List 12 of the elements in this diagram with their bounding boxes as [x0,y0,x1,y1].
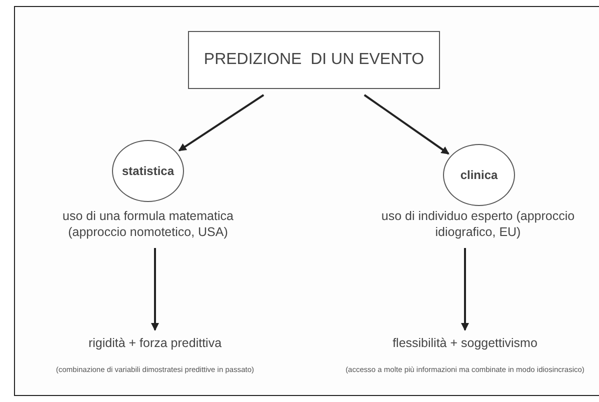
title-box [188,31,440,89]
outcome-text: flessibilità + soggettivismo [392,335,538,352]
method-text: uso di individuo esperto (approccio idiografico, EU) [370,208,586,242]
method-text: uso di una formula matematica (approccio nomotetico, USA) [38,208,258,242]
category-label: statistica [122,163,174,180]
arrow [178,94,264,152]
outcome-text: rigidità + forza predittiva [88,335,222,352]
arrow [364,94,450,155]
arrow [461,248,469,331]
category-label: clinica [460,167,498,184]
arrow [151,248,159,331]
title-text: PREDIZIONE DI UN EVENTO [204,50,424,70]
